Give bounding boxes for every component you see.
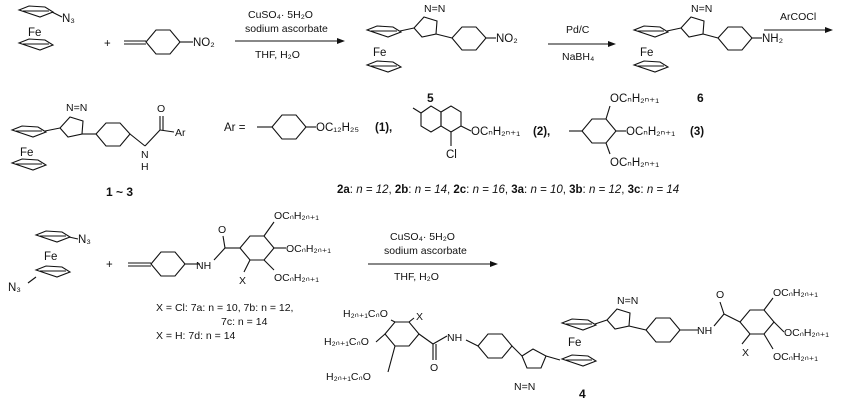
compound-5: Fe N=N NO₂ 5 — [366, 3, 518, 105]
triazole-n-label: N=N — [514, 381, 535, 393]
aryl-group-3: OCₙH₂ₙ₊₁ OCₙH₂ₙ₊₁ OCₙH₂ₙ₊₁ (3) — [569, 93, 704, 169]
step2-reagent: Pd/C — [566, 24, 590, 36]
ar3-chain-top: OCₙH₂ₙ₊₁ — [610, 93, 659, 105]
step4-reagent-line1: CuSO₄· 5H₂O — [390, 231, 455, 243]
amide-o: O — [716, 289, 724, 301]
x-substituent-right: X — [742, 347, 749, 359]
ar2-label: (2), — [533, 126, 550, 138]
ar3-chain-mid: OCₙH₂ₙ₊₁ — [626, 126, 675, 138]
triazole-n-label: N=N — [617, 295, 638, 307]
variant-3c-value: n = 14 — [647, 184, 679, 196]
variant-3a-id: 3a — [511, 184, 524, 196]
step4-reagent-line2: sodium ascorbate — [384, 245, 467, 257]
chain-top: OCₙH₂ₙ₊₁ — [274, 210, 319, 222]
variant-2b-value: n = 14 — [415, 184, 447, 196]
triazole-n-label: N=N — [424, 3, 445, 15]
step1-reagent-line2: sodium ascorbate — [245, 23, 328, 35]
step3-reagent: ArCOCl — [780, 11, 816, 23]
azide-label-bottom: N₃ — [8, 282, 21, 294]
iron-label: Fe — [568, 337, 581, 349]
chain-right-bot: OCₙH₂ₙ₊₁ — [773, 351, 818, 363]
alkyne-benzamide-7: NH O X OCₙH₂ₙ₊₁ OCₙH₂ₙ₊₁ OCₙH₂ₙ₊₁ — [128, 210, 331, 287]
azide-label-top: N₃ — [78, 234, 91, 246]
triazole-n-label: N=N — [691, 3, 712, 15]
variant-3b-value: n = 12 — [589, 184, 622, 196]
compound-5-label: 5 — [427, 91, 434, 105]
variant-2a-value: n = 12 — [356, 184, 389, 196]
ar2-chain: OCₙH₂ₙ₊₁ — [471, 126, 520, 138]
amide-nh: NH — [447, 332, 462, 344]
variants-line: 2a: n = 12, 2b: n = 14, 2c: n = 16, 3a: … — [337, 184, 679, 196]
iron-label: Fe — [28, 27, 41, 39]
azidoferrocene: Fe N₃ — [18, 5, 75, 51]
variant-3c-id: 3c — [628, 184, 641, 196]
amine-label: NH₂ — [762, 33, 783, 45]
plus-sign: + — [104, 38, 111, 50]
chain-left-top: H₂ₙ₊₁CₙO — [343, 308, 388, 320]
aryl-group-1: OC₁₂H₂₅ (1), — [257, 114, 392, 140]
step1-conditions: THF, H₂O — [255, 49, 300, 61]
arrow-step-4: CuSO₄· 5H₂O sodium ascorbate THF, H₂O — [368, 231, 498, 283]
chain-bot: OCₙH₂ₙ₊₁ — [274, 272, 319, 284]
compounds-1-3-label: 1 ~ 3 — [106, 185, 133, 199]
amide-o: O — [218, 224, 226, 236]
iron-label: Fe — [373, 47, 386, 59]
variant-3a-value: n = 10 — [530, 184, 563, 196]
compounds-1-3: Fe N=N N H O Ar 1 ~ 3 — [11, 102, 186, 199]
arrow-step-2: Pd/C NaBH₄ — [548, 24, 616, 63]
aryl-abbrev: Ar — [175, 127, 186, 139]
amide-o: O — [430, 362, 438, 374]
amide-h: H — [141, 161, 149, 173]
ar1-chain: OC₁₂H₂₅ — [316, 122, 359, 134]
diazidoferrocene: Fe N₃ N₃ — [8, 230, 91, 294]
azide-label: N₃ — [62, 13, 75, 25]
x-substituent-left: X — [416, 311, 423, 323]
plus-sign: + — [106, 259, 113, 271]
variant-2c-value: n = 16 — [473, 184, 506, 196]
compound-7-variants: X = Cl: 7a: n = 10, 7b: n = 12, 7c: n = … — [156, 302, 293, 342]
variants-cl-line1: X = Cl: 7a: n = 10, 7b: n = 12, — [156, 302, 293, 314]
ar3-label: (3) — [690, 126, 704, 138]
amide-n: N — [141, 149, 149, 161]
compound-6-label: 6 — [697, 91, 704, 105]
iron-label: Fe — [20, 147, 33, 159]
step4-conditions: THF, H₂O — [394, 271, 439, 283]
nitrophenylacetylene: NO₂ — [124, 29, 215, 55]
chain-left-bot: H₂ₙ₊₁CₙO — [326, 371, 371, 383]
x-substituent: X — [239, 275, 246, 287]
ar3-chain-bot: OCₙH₂ₙ₊₁ — [610, 157, 659, 169]
aryl-group-2: Cl OCₙH₂ₙ₊₁ (2), — [412, 105, 550, 161]
amide-o: O — [157, 103, 165, 115]
iron-label: Fe — [44, 251, 57, 263]
nitro-label: NO₂ — [193, 37, 215, 49]
compound-4: H₂ₙ₊₁CₙO H₂ₙ₊₁CₙO H₂ₙ₊₁CₙO X O NH N=N Fe… — [324, 287, 829, 401]
arrow-step-3: ArCOCl — [764, 11, 833, 33]
step2-conditions: NaBH₄ — [562, 51, 594, 63]
variant-3b-id: 3b — [569, 184, 582, 196]
chain-right-mid: OCₙH₂ₙ₊₁ — [784, 327, 829, 339]
arrow-step-1: CuSO₄· 5H₂O sodium ascorbate THF, H₂O — [235, 9, 345, 61]
variants-cl-line2: 7c: n = 14 — [221, 316, 268, 328]
chain-mid: OCₙH₂ₙ₊₁ — [286, 243, 331, 255]
triazole-n-label: N=N — [66, 102, 87, 114]
iron-label: Fe — [640, 47, 653, 59]
ar2-chloro: Cl — [446, 149, 457, 161]
variants-h-line: X = H: 7d: n = 14 — [156, 330, 236, 342]
compound-6: Fe N=N NH₂ 6 — [633, 3, 783, 105]
chain-left-mid: H₂ₙ₊₁CₙO — [324, 336, 369, 348]
nitro-label: NO₂ — [496, 33, 518, 45]
variant-2c-id: 2c — [453, 184, 466, 196]
compound-4-label: 4 — [579, 387, 586, 401]
variant-2b-id: 2b — [395, 184, 408, 196]
ar1-label: (1), — [375, 122, 392, 134]
ar-equals: Ar = — [224, 122, 246, 134]
step1-reagent-line1: CuSO₄· 5H₂O — [248, 9, 313, 21]
amide-nh: NH — [196, 260, 211, 272]
amide-nh: NH — [697, 325, 712, 337]
variant-2a-id: 2a — [337, 184, 350, 196]
chain-right-top: OCₙH₂ₙ₊₁ — [773, 287, 818, 299]
